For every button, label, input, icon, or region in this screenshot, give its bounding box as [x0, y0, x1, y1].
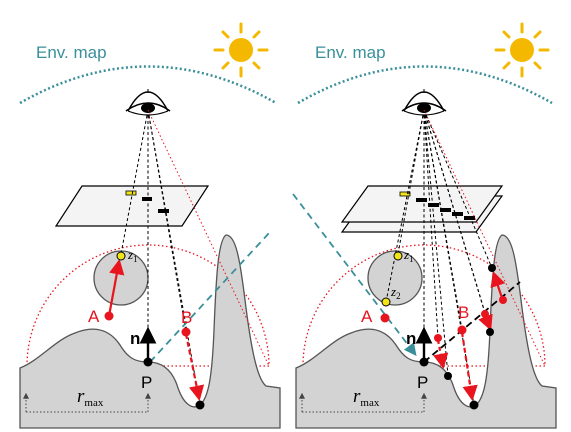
- cross-panel-light-ray: [292, 193, 417, 357]
- label-n: n: [130, 329, 140, 348]
- hit-dot-1: [444, 372, 452, 380]
- rmax-indicator-right: [299, 392, 427, 413]
- label-z1-right: z1: [403, 247, 414, 264]
- label-z1: z1: [127, 247, 138, 264]
- sun-icon: [494, 22, 550, 78]
- label-z2: z2: [390, 284, 401, 301]
- label-a: A: [88, 307, 100, 326]
- pixel-black-r3: [440, 208, 451, 212]
- sample-b-arrow: [184, 333, 205, 402]
- sample-a-dot-right: [380, 313, 390, 323]
- pixel-black-r4: [452, 212, 463, 216]
- sample-3-arrow: [478, 313, 493, 331]
- sample-1-arrow: [433, 339, 449, 370]
- rmax-indicator: [23, 392, 151, 413]
- eye-icon: [401, 89, 447, 116]
- label-p-right: P: [417, 373, 428, 392]
- point-p-dot-right: [419, 357, 429, 367]
- pixel-yellow-right: [399, 191, 411, 197]
- depth-z1-marker: [116, 251, 126, 261]
- hit-dot-3: [486, 328, 494, 336]
- env-map-arc-right: [297, 65, 553, 105]
- point-p-dot: [143, 357, 153, 367]
- depth-z1-marker-right: [393, 251, 403, 261]
- pixel-black-r1: [416, 198, 427, 202]
- sun-icon: [213, 22, 269, 78]
- label-b: B: [181, 308, 192, 327]
- pixel-yellow: [125, 190, 137, 196]
- pixel-black-2: [158, 209, 169, 213]
- image-plane-front: [340, 185, 504, 223]
- pixel-black-r5: [464, 216, 475, 220]
- label-n-right: n: [406, 329, 416, 348]
- label-rmax-right: rmax: [353, 386, 380, 409]
- env-map-arc: [19, 65, 277, 105]
- label-b-right: B: [458, 303, 469, 322]
- sample-b-arrow-right: [460, 331, 478, 402]
- rmax-side-ray-right: [423, 109, 546, 367]
- image-plane: [54, 185, 210, 227]
- light-direction: [149, 231, 271, 363]
- eye-icon: [125, 89, 171, 116]
- right-panel: Env. map: [295, 22, 557, 429]
- env-map-label: Env. map: [36, 43, 107, 62]
- terrain-right: [295, 234, 557, 429]
- pixel-black-r2: [428, 203, 439, 207]
- label-rmax: rmax: [77, 386, 104, 409]
- sample-3-dot: [481, 310, 489, 318]
- sample-1-dot: [434, 334, 442, 342]
- sample-a-dot: [104, 311, 114, 321]
- left-panel: Env. map: [19, 22, 281, 429]
- label-a-right: A: [361, 307, 373, 326]
- hit-dot-4: [488, 264, 496, 272]
- pixel-black-1: [142, 197, 152, 201]
- sample-b-hit: [195, 400, 205, 410]
- projection-rays: [120, 109, 201, 406]
- sample-4-dot: [499, 296, 507, 304]
- occluder-sphere-right: [367, 250, 423, 306]
- label-p: P: [141, 373, 152, 392]
- depth-z2-marker: [381, 297, 391, 307]
- hit-dot-2: [469, 400, 479, 410]
- sample-4-arrow: [490, 271, 506, 299]
- rmax-side-ray: [147, 109, 270, 367]
- sample-b-dot-right: [457, 325, 467, 335]
- env-map-label-right: Env. map: [315, 43, 386, 62]
- march-ray: [423, 281, 521, 363]
- sample-a-arrow: [107, 258, 125, 317]
- sample-b-dot: [181, 327, 191, 337]
